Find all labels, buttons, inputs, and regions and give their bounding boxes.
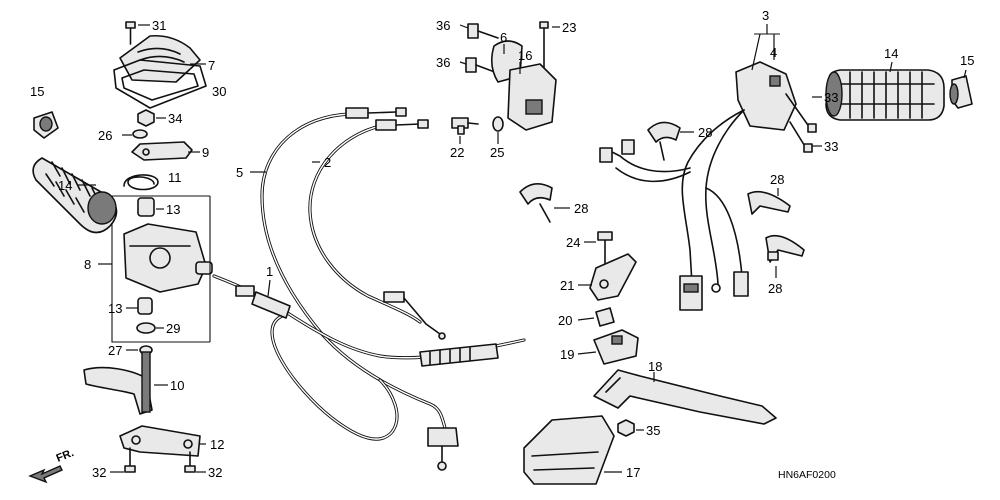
callout-6: 6: [500, 30, 507, 45]
clip-28: [747, 190, 791, 215]
connector: [679, 275, 703, 311]
callout-18: 18: [648, 359, 662, 374]
callout-21: 21: [560, 278, 574, 293]
left-bar-end-15: [33, 111, 59, 139]
callout-27: 27: [108, 343, 122, 358]
diagram-code: HN6AF0200: [778, 469, 836, 481]
callout-12: 12: [210, 437, 224, 452]
callout-36: 36: [436, 55, 450, 70]
clip-28: [519, 183, 553, 223]
callout-5: 5: [236, 165, 243, 180]
callout-10: 10: [170, 378, 184, 393]
callout-23: 23: [562, 20, 576, 35]
nut-34: [137, 109, 155, 127]
callout-32: 32: [92, 465, 106, 480]
connector: [733, 271, 749, 297]
throttle-housing-8: [123, 223, 207, 293]
callout-25: 25: [490, 145, 504, 160]
callout-14: 14: [58, 178, 72, 193]
o-ring-25: [492, 116, 504, 132]
left-grip-14: [32, 157, 118, 234]
callout-28: 28: [574, 201, 588, 216]
callout-13: 13: [166, 202, 180, 217]
washer-26: [132, 129, 148, 139]
callout-22: 22: [450, 145, 464, 160]
screw-31: [125, 21, 136, 45]
clip-28: [647, 121, 681, 161]
callout-15: 15: [960, 53, 974, 68]
callout-4: 4: [770, 45, 777, 60]
screw-22: [451, 117, 479, 135]
right-grip-14: [825, 69, 945, 121]
callout-26: 26: [98, 128, 112, 143]
front-direction-arrow: FR.: [28, 447, 76, 484]
callout-29: 29: [166, 321, 180, 336]
right-switch-group: [519, 61, 817, 311]
callout-7: 7: [208, 58, 215, 73]
callout-8: 8: [84, 257, 91, 272]
switch-body-16: [507, 63, 557, 131]
callout-17: 17: [626, 465, 640, 480]
switch-19: [593, 329, 639, 365]
callout-20: 20: [558, 313, 572, 328]
callout-28: 28: [770, 172, 784, 187]
callout-11: 11: [168, 170, 182, 185]
callout-33: 33: [824, 139, 838, 154]
switch-assembly-3: [735, 61, 797, 131]
callout-15: 15: [30, 84, 44, 99]
callout-36: 36: [436, 18, 450, 33]
callout-34: 34: [168, 111, 182, 126]
callout-19: 19: [560, 347, 574, 362]
callout-9: 9: [202, 145, 209, 160]
callout-32: 32: [208, 465, 222, 480]
throttle-arm-9: [131, 141, 193, 161]
nut-35: [617, 419, 635, 437]
gasket-30: [113, 59, 207, 109]
callout-16: 16: [518, 48, 532, 63]
callout-24: 24: [566, 235, 580, 250]
callout-33: 33: [824, 90, 838, 105]
cover-7: [119, 34, 201, 83]
callout-28: 28: [768, 281, 782, 296]
leader-lines: [78, 24, 967, 473]
spring-11: [123, 174, 159, 191]
throttle-cable-1: [212, 274, 526, 441]
callout-28: 28: [698, 125, 712, 140]
right-bar-end-15: [949, 75, 973, 109]
callout-13: 13: [108, 301, 122, 316]
brake-lever-18: [593, 369, 777, 425]
clip-28: [765, 234, 805, 263]
lever-assembly: [523, 231, 777, 485]
bracket-12: [119, 425, 201, 457]
callout-31: 31: [152, 18, 166, 33]
lever-cover-17: [523, 415, 615, 485]
callout-14: 14: [884, 46, 898, 61]
throttle-cable-2: [308, 119, 446, 340]
throttle-housing-group: [83, 21, 213, 473]
callout-30: 30: [212, 84, 226, 99]
callout-labels: 31 7 30 15 34 26 9 14 11 13 8 13 29 27 1…: [30, 8, 974, 480]
callout-2: 2: [324, 155, 331, 170]
bushing-13: [137, 197, 155, 217]
bracket-21: [589, 253, 637, 301]
callout-1: 1: [266, 264, 273, 279]
switch-housing-group: [451, 21, 557, 135]
callout-3: 3: [762, 8, 769, 23]
collar-20: [595, 307, 615, 327]
direction-label: FR.: [55, 447, 76, 465]
throttle-cable-5: [260, 107, 459, 471]
callout-35: 35: [646, 423, 660, 438]
